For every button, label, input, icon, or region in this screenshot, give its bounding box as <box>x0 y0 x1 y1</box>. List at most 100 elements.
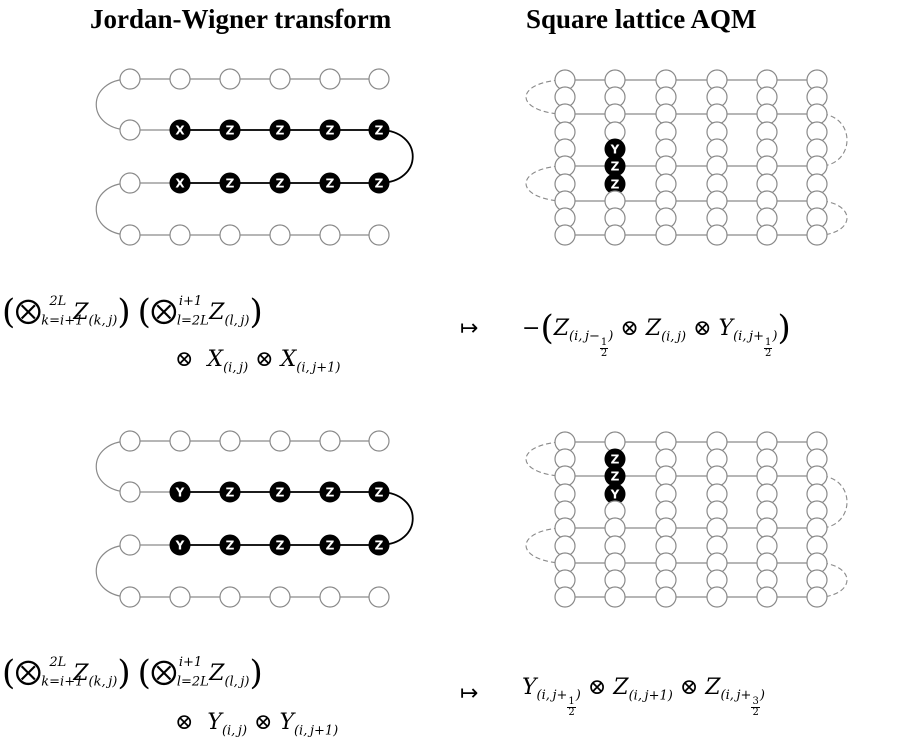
qubit-node <box>368 430 390 452</box>
boundary-arc <box>822 562 848 598</box>
boundary-arc <box>822 200 848 236</box>
operator-label: Z <box>226 539 235 553</box>
operator-label: Z <box>326 539 335 553</box>
qubit-node <box>219 430 241 452</box>
qubit-node <box>169 430 191 452</box>
square-lattice-diagram-bottom: ZZY <box>525 431 848 608</box>
boundary-arc <box>822 113 848 167</box>
jw-string-arc <box>378 491 414 546</box>
qubit-node <box>119 119 141 141</box>
qubit-node <box>119 224 141 246</box>
jordan-wigner-heading: Jordan-Wigner transform <box>90 4 392 34</box>
jw-string-arc <box>378 129 414 184</box>
operator-node <box>269 172 291 194</box>
qubit-node <box>319 430 341 452</box>
qubit-node <box>706 155 728 177</box>
operator-node <box>319 172 341 194</box>
qubit-node <box>655 103 677 125</box>
snake-arc <box>95 440 131 493</box>
operator-label: Z <box>375 486 384 500</box>
qubit-node <box>554 224 576 246</box>
boundary-arc <box>525 165 560 202</box>
qubit-node <box>219 586 241 608</box>
operator-label: X <box>175 177 185 191</box>
operator-node <box>368 481 390 503</box>
operator-label: Z <box>326 177 335 191</box>
operator-node <box>319 481 341 503</box>
boundary-arc <box>525 79 560 115</box>
qubit-node <box>806 155 828 177</box>
formula-left-bottom-1: ⊗ X(i, j) ⊗ X(i, j+1) <box>175 347 341 376</box>
qubit-node <box>806 586 828 608</box>
operator-node <box>169 119 191 141</box>
qubit-node <box>319 224 341 246</box>
qubit-node <box>756 224 778 246</box>
qubit-node <box>706 224 728 246</box>
qubit-node <box>119 586 141 608</box>
maps-to-arrow-2: ↦ <box>460 681 479 706</box>
qubit-node <box>554 103 576 125</box>
qubit-node <box>706 517 728 539</box>
operator-node <box>169 172 191 194</box>
qubit-node <box>756 465 778 487</box>
qubit-node <box>119 481 141 503</box>
qubit-node <box>706 586 728 608</box>
formula-left-bottom-2: ⊗ Y(i, j) ⊗ Y(i, j+1) <box>175 710 339 739</box>
operator-label: Z <box>326 124 335 138</box>
qubit-node <box>554 517 576 539</box>
qubit-node <box>756 586 778 608</box>
boundary-arc <box>525 527 560 564</box>
formula-left-top-2: (⨂k=i+12L Z(k, j)) (⨂l=2Li+1 Z(l, j)) <box>2 653 263 693</box>
square-lattice-diagram-top: YZZ <box>525 69 848 246</box>
operator-label: Z <box>611 453 620 467</box>
qubit-node <box>806 465 828 487</box>
qubit-node <box>169 586 191 608</box>
operator-label: Z <box>375 177 384 191</box>
qubit-node <box>269 68 291 90</box>
operator-label: Z <box>276 486 285 500</box>
qubit-node <box>554 155 576 177</box>
operator-node <box>169 481 191 503</box>
snake-arc <box>95 78 131 131</box>
snake-arc <box>95 182 131 236</box>
operator-label: Y <box>610 143 620 157</box>
operator-node <box>368 172 390 194</box>
qubit-node <box>368 224 390 246</box>
operator-label: Z <box>375 539 384 553</box>
operator-node <box>169 534 191 556</box>
boundary-arc <box>822 475 848 529</box>
operator-label: Z <box>276 539 285 553</box>
qubit-node <box>554 465 576 487</box>
operator-label: X <box>175 124 185 138</box>
qubit-node <box>756 517 778 539</box>
operator-node <box>269 481 291 503</box>
qubit-node <box>368 68 390 90</box>
qubit-node <box>169 68 191 90</box>
qubit-node <box>655 224 677 246</box>
operator-label: Y <box>610 488 620 502</box>
qubit-node <box>604 517 626 539</box>
qubit-node <box>655 155 677 177</box>
qubit-node <box>119 68 141 90</box>
qubit-node <box>655 586 677 608</box>
qubit-node <box>554 586 576 608</box>
operator-node <box>368 534 390 556</box>
formula-left-top-1: (⨂k=i+12L Z(k, j)) (⨂l=2Li+1 Z(l, j)) <box>2 292 263 332</box>
qubit-node <box>806 517 828 539</box>
qubit-node <box>219 224 241 246</box>
qubit-node <box>169 224 191 246</box>
qubit-node <box>655 517 677 539</box>
operator-label: Z <box>326 486 335 500</box>
operator-node <box>368 119 390 141</box>
operator-label: Z <box>226 486 235 500</box>
operator-node <box>219 119 241 141</box>
qubit-node <box>319 68 341 90</box>
qubit-node <box>604 586 626 608</box>
qubit-node <box>269 224 291 246</box>
qubit-node <box>806 103 828 125</box>
operator-label: Z <box>226 124 235 138</box>
operator-node <box>319 119 341 141</box>
